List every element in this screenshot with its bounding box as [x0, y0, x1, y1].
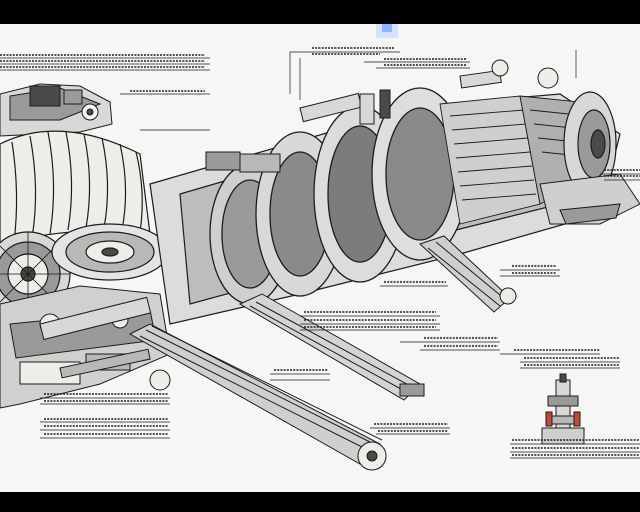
callout-text-marks — [0, 47, 640, 456]
detail-inset-tower — [541, 373, 585, 445]
lower-strut-mid — [238, 293, 425, 401]
mid-flywheel — [51, 223, 169, 281]
lower-strut-right — [419, 235, 517, 313]
rear-gear-housing — [0, 83, 113, 137]
segmented-drum — [209, 87, 469, 305]
top-highlight-mark — [376, 24, 398, 38]
left-pipe-assembly — [39, 296, 152, 379]
front-upper-pods — [539, 173, 640, 225]
blueprint-sheet — [0, 24, 640, 492]
machine-drawing — [0, 24, 640, 471]
lower-strut-left — [128, 323, 387, 471]
callout-leaders — [0, 50, 640, 459]
front-nose-ring — [563, 91, 617, 197]
top-conduits — [205, 59, 559, 173]
